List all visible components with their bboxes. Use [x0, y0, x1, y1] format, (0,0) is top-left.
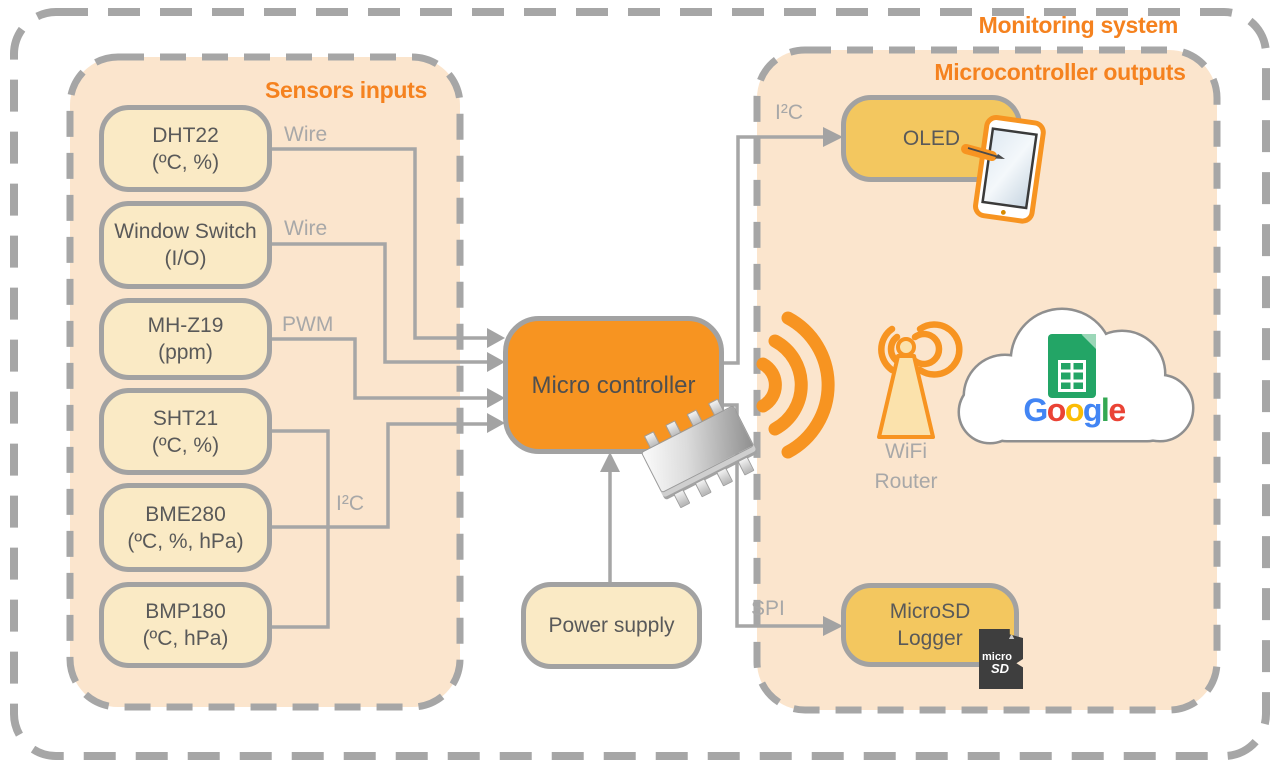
pointer-callout — [961, 144, 997, 161]
sensor-measures: (ppm) — [158, 341, 213, 364]
power-supply-label: Power supply — [548, 614, 675, 637]
sd-brand-micro: micro — [982, 651, 1012, 663]
google-letter: G — [1023, 392, 1048, 428]
wire-label-dht22: Wire — [284, 123, 328, 146]
wire-label-spi: SPI — [751, 597, 785, 620]
microcontroller-outputs-title: Microcontroller outputs — [934, 59, 1186, 85]
wire-spi-microsd — [722, 403, 825, 628]
microsd-label-line2: Logger — [897, 627, 963, 650]
wire-label-pwm: PWM — [282, 313, 334, 336]
sensor-box-dht22: DHT22 (ºC, %) — [99, 105, 272, 192]
microcontroller-label: Micro controller — [531, 371, 696, 399]
wifi-router-caption-line2: Router — [874, 470, 938, 493]
sensor-box-mh-z19: MH-Z19 (ppm) — [99, 298, 272, 380]
sensor-box-bme280: BME280 (ºC, %, hPa) — [99, 483, 272, 572]
wifi-router-icon — [877, 321, 963, 439]
wire-dht22 — [272, 147, 487, 340]
arrow-into-mcu-3 — [487, 388, 505, 408]
google-letter: o — [1064, 392, 1085, 428]
google-logo: Google — [1012, 392, 1136, 429]
sensor-name: BMP180 — [145, 600, 226, 623]
arrow-power-to-mcu — [600, 452, 620, 472]
wires — [272, 135, 825, 629]
arrow-into-mcu-4 — [487, 413, 505, 433]
sd-arrow: ▲ — [1007, 631, 1016, 641]
arrow-to-microsd — [823, 616, 843, 636]
sensor-name: DHT22 — [152, 123, 219, 147]
google-letter: o — [1046, 392, 1067, 428]
wire-bme280-i2c — [272, 422, 487, 529]
sensors-inputs-title: Sensors inputs — [265, 77, 427, 103]
sensor-box-window-switch: Window Switch (I/O) — [99, 201, 272, 289]
wire-mh-z19-pwm — [272, 337, 487, 400]
wifi-router-caption-line1: WiFi — [885, 440, 927, 463]
sensor-box-sht21: SHT21 (ºC, %) — [99, 388, 272, 475]
sensor-name: SHT21 — [152, 406, 219, 430]
power-supply-box: Power supply — [521, 582, 702, 669]
wire-label-window-switch: Wire — [284, 217, 328, 240]
google-sheets-icon — [1048, 334, 1096, 398]
wire-window-switch — [272, 242, 487, 364]
arrow-to-oled — [823, 127, 843, 147]
sensor-box-bmp180: BMP180 (ºC, hPa) — [99, 582, 272, 668]
wire-label-i2c-oled: I²C — [775, 101, 803, 124]
chip-body — [625, 380, 770, 520]
sheets-fold — [1081, 334, 1096, 349]
sensor-measures: (ºC, hPa) — [142, 627, 229, 650]
wifi-signal-icon — [756, 311, 835, 459]
google-letter: g — [1082, 392, 1103, 428]
sensor-measures: (ºC, %, hPa) — [127, 529, 244, 553]
arrow-into-mcu-2 — [487, 352, 505, 372]
sensor-measures: (ºC, %) — [151, 150, 220, 174]
oled-display-icon — [961, 115, 1046, 224]
wire-i2c-oled — [722, 135, 825, 365]
arrow-into-mcu-1 — [487, 328, 505, 348]
sensor-name: MH-Z19 — [147, 314, 224, 337]
sensor-name: Window Switch — [114, 220, 257, 243]
google-letter: e — [1108, 392, 1126, 428]
arrowheads — [487, 127, 843, 636]
microsd-logger-box: MicroSD Logger — [841, 583, 1019, 667]
chip-icon — [640, 398, 755, 509]
oled-label: OLED — [902, 127, 961, 150]
monitoring-system-title: Monitoring system — [978, 12, 1179, 38]
sensor-measures: (I/O) — [164, 247, 207, 270]
wire-i2c-bus — [272, 429, 330, 629]
sensor-measures: (ºC, %) — [151, 433, 220, 457]
google-letter: l — [1100, 392, 1110, 428]
sd-brand-sd: SD — [990, 661, 1010, 676]
wire-label-i2c-sensors: I²C — [336, 492, 364, 515]
sensor-name: BME280 — [145, 502, 226, 526]
monitoring-system-border — [10, 8, 1270, 760]
microsd-label-line1: MicroSD — [889, 600, 971, 623]
microsd-card-icon: ▲ micro SD — [979, 629, 1023, 689]
